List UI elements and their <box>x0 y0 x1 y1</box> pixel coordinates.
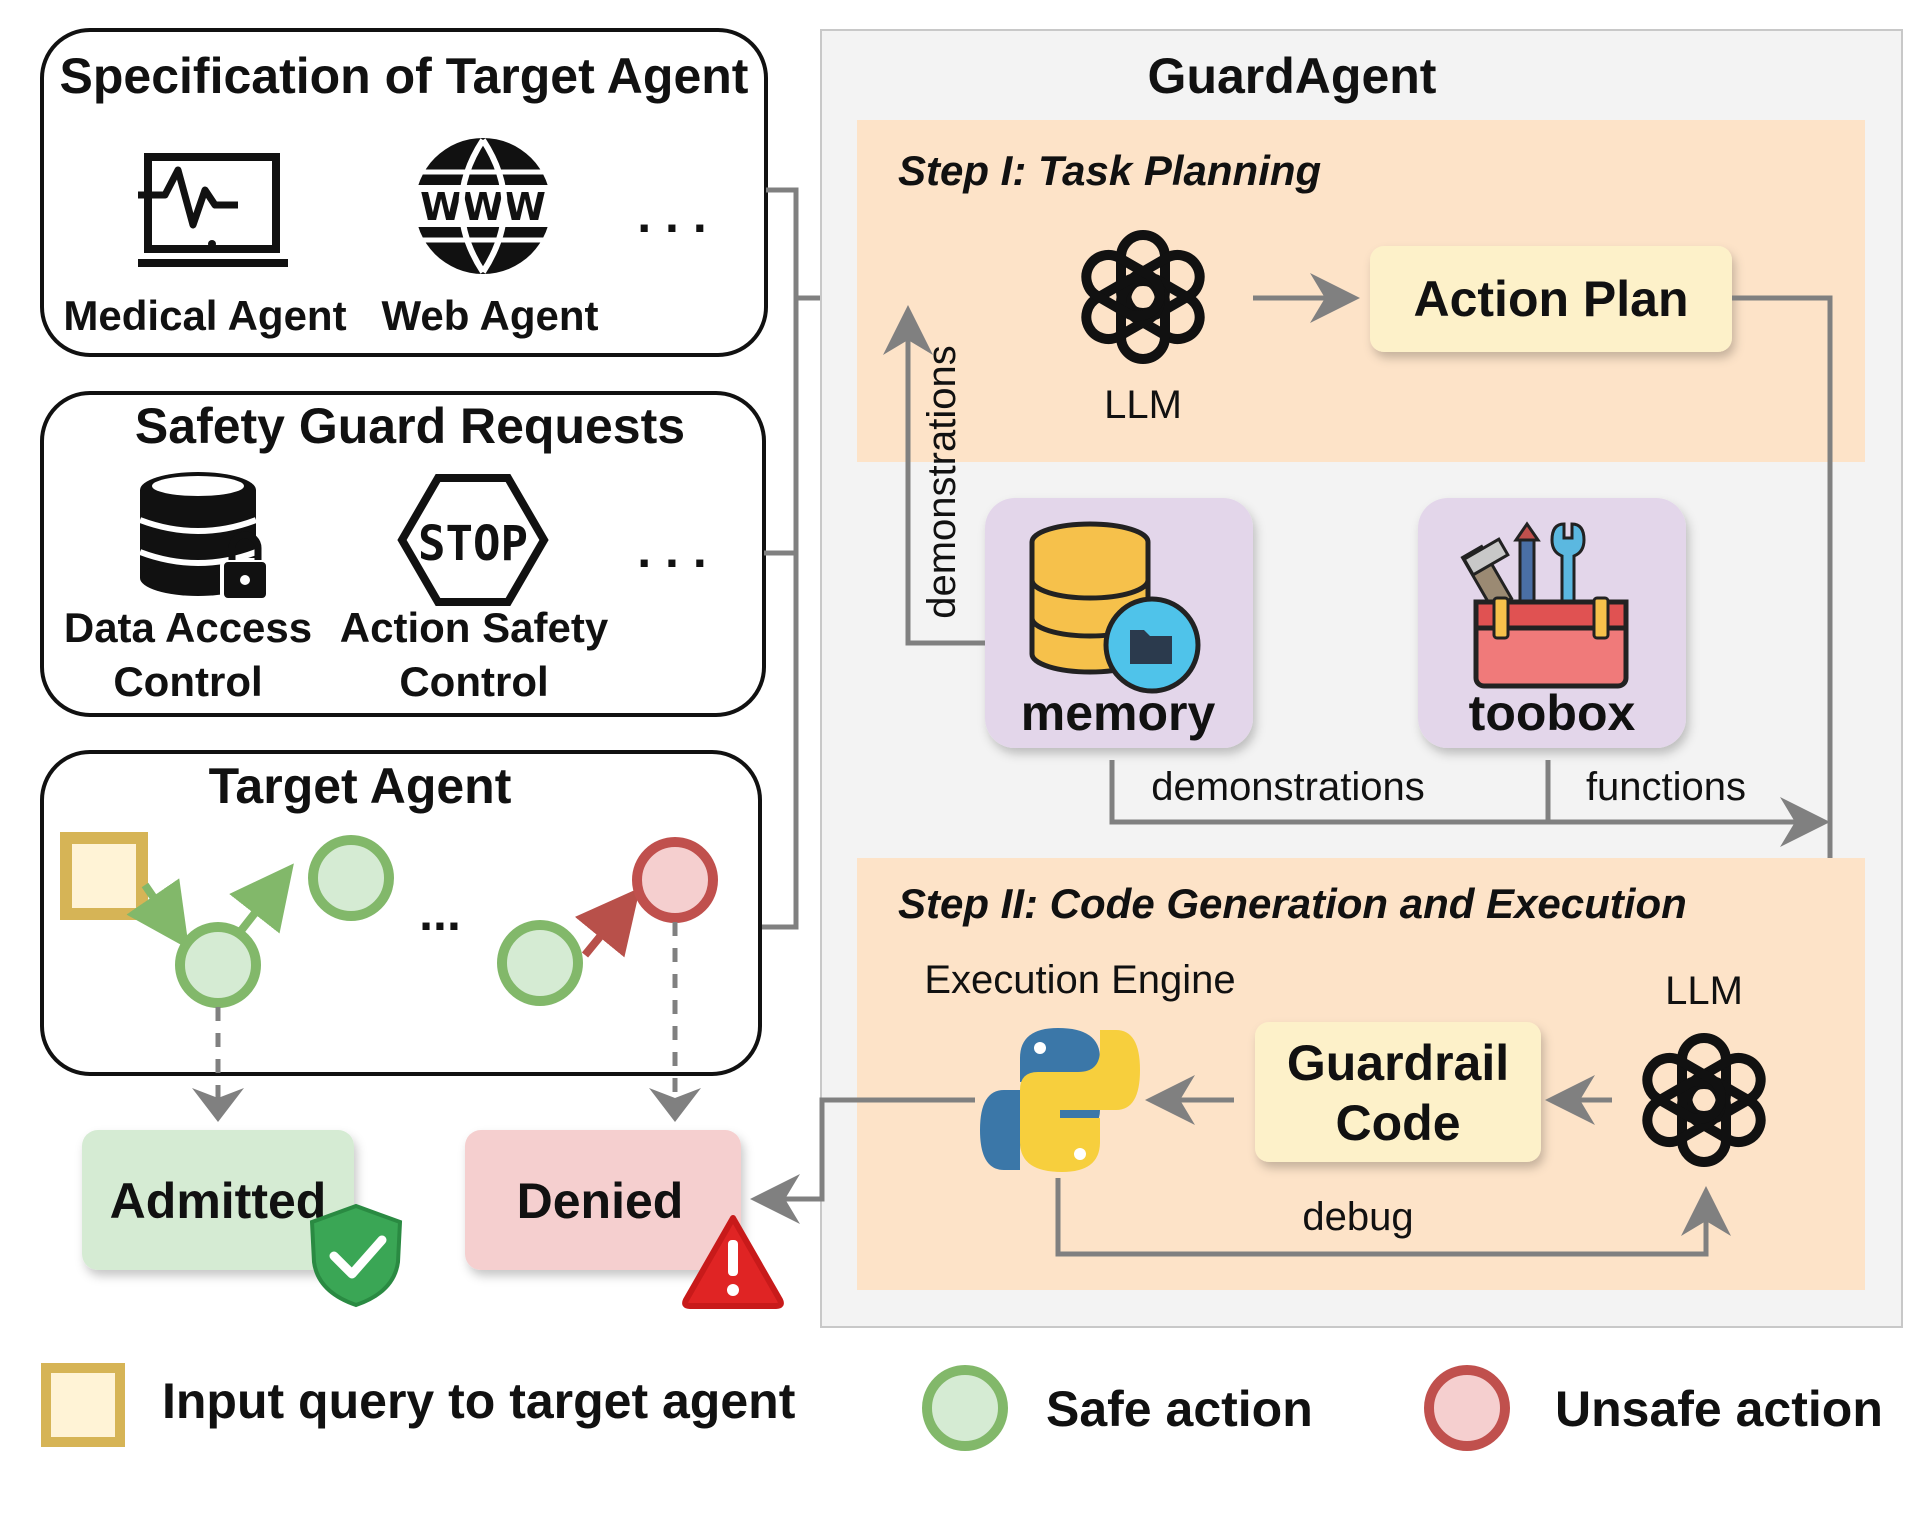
python-logo-icon <box>980 1028 1140 1172</box>
safety-item-action-safety-line2: Control <box>399 658 548 705</box>
safe-action-node <box>308 835 394 921</box>
admitted-box: Admitted <box>82 1130 403 1308</box>
safe-action-node <box>175 922 261 1008</box>
guardagent-title: GuardAgent <box>1148 48 1437 104</box>
safety-item-data-access-line1: Data Access <box>64 604 312 651</box>
warning-icon <box>682 1215 784 1309</box>
spec-panel: Specification of Target Agent Medical Ag… <box>40 28 768 357</box>
toolbox-label: toobox <box>1469 685 1636 741</box>
execution-engine-label: Execution Engine <box>924 958 1235 1002</box>
spec-item-medical-agent: Medical Agent <box>63 292 346 339</box>
guardrail-code-box <box>1255 1022 1541 1162</box>
step1-llm-label: LLM <box>1104 383 1182 427</box>
guardrail-line1: Guardrail <box>1287 1035 1509 1091</box>
spec-item-web-agent: Web Agent <box>382 292 599 339</box>
demonstrations-vertical-label: demonstrations <box>920 345 964 618</box>
debug-label: debug <box>1302 1195 1413 1239</box>
step1-title: Step I: Task Planning <box>898 147 1321 194</box>
legend-input-swatch <box>41 1363 125 1447</box>
safety-item-data-access-line2: Control <box>113 658 262 705</box>
spec-more-dots: . . . <box>637 187 706 243</box>
demonstrations-horizontal-label: demonstrations <box>1151 765 1424 809</box>
target-agent-title: Target Agent <box>209 758 512 814</box>
database-lock-icon <box>138 472 270 602</box>
unsafe-action-node <box>632 837 718 923</box>
memory-label: memory <box>1021 685 1216 741</box>
stop-sign-icon: STOP <box>397 474 549 606</box>
safety-more-dots: . . . <box>637 522 706 578</box>
toolbox-icon <box>1460 521 1629 689</box>
spec-title: Specification of Target Agent <box>60 48 749 104</box>
target-agent-dots: ... <box>419 885 461 941</box>
admitted-label: Admitted <box>110 1173 327 1229</box>
database-icon <box>1029 521 1201 694</box>
legend-input-label: Input query to target agent <box>162 1373 796 1429</box>
guardrail-line2: Code <box>1336 1095 1461 1151</box>
functions-label: functions <box>1586 765 1746 809</box>
legend-unsafe-label: Unsafe action <box>1555 1381 1883 1437</box>
action-plan-box <box>1370 246 1732 352</box>
denied-label: Denied <box>517 1173 684 1229</box>
denied-box: Denied <box>465 1130 784 1309</box>
safety-title: Safety Guard Requests <box>135 398 685 454</box>
safe-action-node <box>497 920 583 1006</box>
step2-llm-label: LLM <box>1665 969 1743 1013</box>
action-plan-label: Action Plan <box>1413 271 1688 327</box>
monitor-icon <box>138 153 288 267</box>
target-agent-panel: Target Agent ... <box>40 750 762 1122</box>
svg-text:STOP: STOP <box>418 516 528 572</box>
step2-title: Step II: Code Generation and Execution <box>898 880 1687 927</box>
svg-text:WWW: WWW <box>420 185 546 229</box>
legend-safe-label: Safe action <box>1046 1381 1313 1437</box>
legend-safe-swatch <box>922 1365 1008 1451</box>
input-query-node <box>60 832 148 920</box>
safety-item-action-safety-line1: Action Safety <box>340 604 609 651</box>
legend-unsafe-swatch <box>1424 1365 1510 1451</box>
safety-panel: Safety Guard Requests STOP Data Access C… <box>40 391 766 717</box>
shield-check-icon <box>309 1203 403 1308</box>
legend: Input query to target agent Safe action … <box>41 1363 1883 1451</box>
guardagent-panel: GuardAgent Step I: Task Planning LLM Act… <box>750 29 1903 1328</box>
www-globe-icon: WWW <box>405 138 561 274</box>
